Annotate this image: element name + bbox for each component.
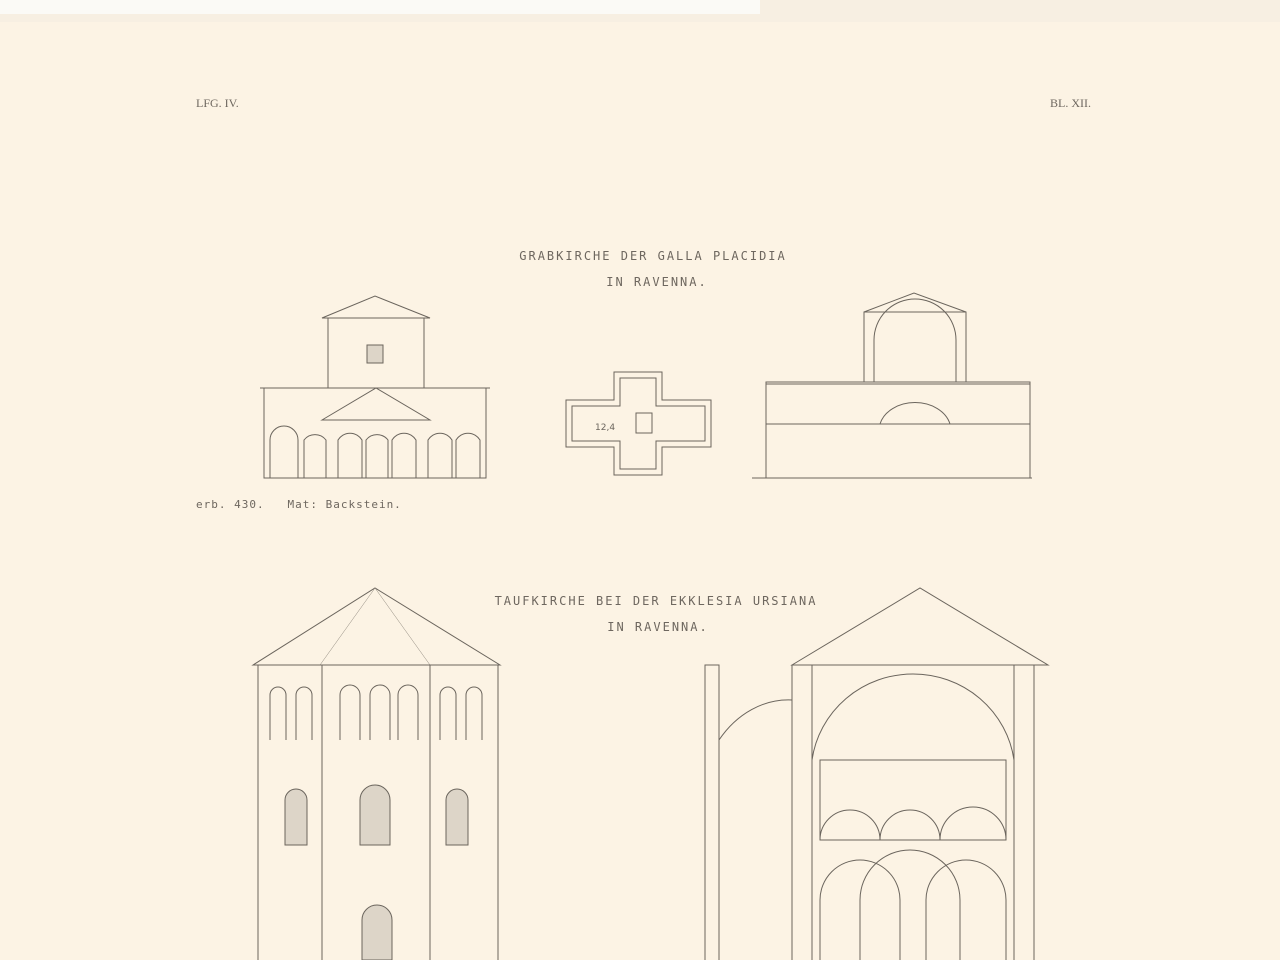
section1-caption: erb. 430. Mat: Backstein.	[196, 498, 402, 511]
galla-placidia-plan	[565, 371, 712, 476]
plan-dimension: 12,4	[595, 423, 615, 433]
section2-subtitle: IN RAVENNA.	[607, 620, 709, 634]
section1-title: GRABKIRCHE DER GALLA PLACIDIA	[519, 249, 787, 263]
baptistery-section	[704, 587, 1050, 960]
galla-placidia-elevation	[260, 295, 490, 479]
baptistery-elevation	[251, 587, 502, 960]
galla-placidia-section	[752, 292, 1032, 479]
sheet-number: BL. XII.	[1050, 96, 1091, 110]
section2-title: TAUFKIRCHE BEI DER EKKLESIA URSIANA	[494, 594, 818, 608]
section1-subtitle: IN RAVENNA.	[606, 275, 708, 289]
plate-sheet	[0, 22, 1280, 960]
scan-border	[0, 0, 760, 14]
delivery-number: LFG. IV.	[196, 96, 239, 110]
